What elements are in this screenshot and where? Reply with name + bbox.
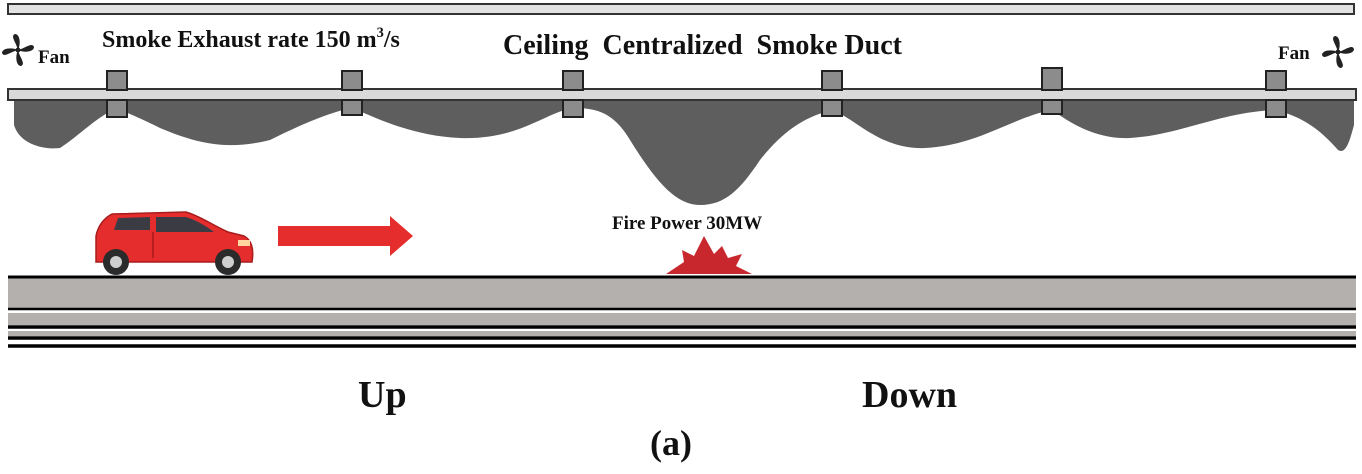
exhaust-rate-prefix: Smoke Exhaust rate 150 m [102, 27, 377, 53]
exhaust-rate-label: Smoke Exhaust rate 150 m3/s [102, 24, 400, 53]
exhaust-vents [106, 67, 1287, 118]
fan-icon [2, 34, 34, 66]
exhaust-vent [562, 99, 584, 118]
fan-left-label: Fan [38, 47, 70, 68]
road-surface [8, 277, 1356, 309]
exhaust-vent [341, 99, 363, 116]
fire-power-label: Fire Power 30MW [612, 213, 763, 234]
exhaust-vent [106, 99, 128, 118]
exhaust-vent [1041, 99, 1063, 115]
direction-up-label: Up [358, 374, 407, 416]
duct-title: Ceiling Centralized Smoke Duct [503, 30, 902, 61]
exhaust-vent [106, 70, 128, 91]
fire-icon [666, 236, 752, 274]
road-lane [8, 331, 1356, 336]
car-icon [95, 211, 254, 275]
exhaust-vent [821, 99, 843, 117]
exhaust-vent [1041, 67, 1063, 91]
road-lane [8, 313, 1356, 325]
arrow-right-icon [278, 216, 413, 256]
direction-down-label: Down [862, 374, 958, 416]
exhaust-vent [1265, 70, 1287, 91]
fan-icon [1322, 36, 1354, 68]
smoke-layer [14, 100, 1354, 205]
exhaust-vent [821, 70, 843, 91]
figure-caption: (a) [650, 423, 692, 463]
fan-right-label: Fan [1278, 43, 1310, 64]
smoke-duct-rail [7, 88, 1357, 101]
exhaust-vent [562, 70, 584, 91]
exhaust-rate-suffix: /s [383, 27, 400, 53]
exhaust-vent [1265, 99, 1287, 118]
exhaust-vent [341, 70, 363, 91]
exhaust-rate-exponent: 3 [376, 24, 384, 41]
ceiling-top-rail [7, 3, 1355, 15]
